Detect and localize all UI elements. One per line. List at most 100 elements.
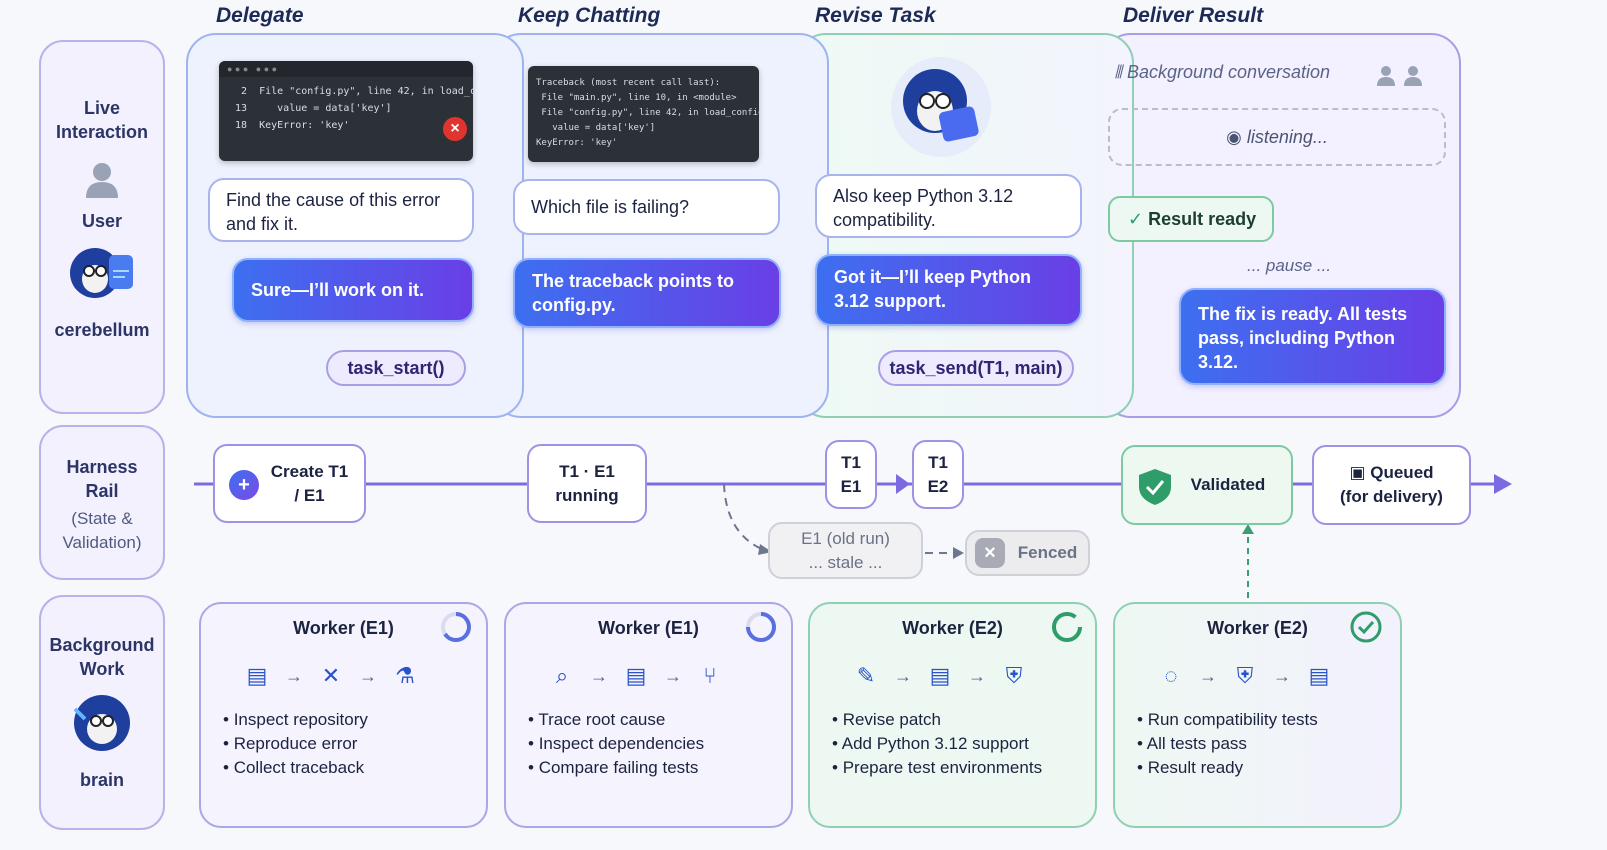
rail-node-stale: E1 (old run) ... stale ... xyxy=(768,522,923,579)
task-start-call: task_start() xyxy=(326,350,466,386)
traceback-code: Traceback (most recent call last): File … xyxy=(536,78,759,148)
background-conversation-text: Background conversation xyxy=(1126,62,1331,82)
arrow-icon: → xyxy=(285,665,303,686)
arrow-icon: → xyxy=(590,665,608,686)
worker-title: Worker (E1) xyxy=(293,618,394,638)
worker-card-1: Worker (E1) ▤→ ✕→ ⚗ Inspect repository R… xyxy=(199,602,488,828)
loading-icon: ◌ xyxy=(1164,663,1178,688)
tools-icon: ✕ xyxy=(321,663,341,688)
worker-steps: ⌕ → ▤ → ⑂ xyxy=(542,654,730,698)
phase-title-delegate: Delegate xyxy=(216,4,304,27)
phase-title-keep-chatting: Keep Chatting xyxy=(518,4,661,27)
progress-ring-icon xyxy=(441,612,471,642)
pencil-icon: ✎ xyxy=(856,663,876,688)
list-item: Prepare test environments xyxy=(832,756,1042,780)
window-dots-icon: ● ● ● ● ● ● xyxy=(219,61,473,77)
arrow-icon: → xyxy=(664,665,682,686)
pause-label: ... pause ... xyxy=(1247,256,1332,275)
list-item: All tests pass xyxy=(1137,732,1318,756)
worker-steps-list: Revise patch Add Python 3.12 support Pre… xyxy=(832,708,1042,780)
phase-title-revise-task: Revise Task xyxy=(815,4,936,27)
document-check-icon: ▤ xyxy=(625,663,647,688)
document-check-icon: ▤ xyxy=(1308,663,1330,688)
rail-node-t1-e1: T1 E1 xyxy=(825,440,877,509)
rail-node-validated: Validated xyxy=(1121,445,1293,525)
list-item: Inspect repository xyxy=(223,708,368,732)
fenced-text: Fenced xyxy=(1017,543,1078,562)
worker-steps-list: Inspect repository Reproduce error Colle… xyxy=(223,708,368,780)
check-icon: ✓ xyxy=(1128,209,1144,229)
background-conversation-label: ⦀ Background conversation xyxy=(1114,62,1330,83)
lane-live-interaction: Live Interaction User cerebellum xyxy=(39,40,165,414)
worker-card-2: Worker (E1) ⌕ → ▤ → ⑂ Trace root cause Ins… xyxy=(504,602,793,828)
lane-background-work: Background Work brain xyxy=(39,595,165,830)
lane-subtitle-line1: (State & xyxy=(71,509,133,528)
list-item: Revise patch xyxy=(832,708,1042,732)
shield-icon: ⛨ xyxy=(1005,663,1023,688)
progress-ring-icon xyxy=(746,612,776,642)
lane-title-line1: Live xyxy=(83,98,121,118)
result-ready-badge: ✓ Result ready xyxy=(1108,196,1274,242)
check-circle-icon xyxy=(1350,611,1382,643)
listening-icon: ◉ xyxy=(1226,127,1242,147)
lane-title-line1: Harness xyxy=(66,457,138,477)
create-text: Create T1 / E1 xyxy=(270,461,349,505)
error-code: 2 File "config.py", line 42, in load_con… xyxy=(235,86,473,131)
worker-card-3: Worker (E2) ✎ → ▤ → ⛨ Revise patch Add Pyt… xyxy=(808,602,1097,828)
task-send-call: task_send(T1, main) xyxy=(878,350,1074,386)
progress-ring-icon xyxy=(1052,612,1082,642)
arrow-icon: → xyxy=(894,665,912,686)
list-item: Compare failing tests xyxy=(528,756,704,780)
agent-message: The traceback points to config.py. xyxy=(513,258,781,328)
list-item: Reproduce error xyxy=(223,732,368,756)
agent-message: Got it—I’ll keep Python 3.12 support. xyxy=(815,254,1082,326)
rail-node-create: + Create T1 / E1 xyxy=(213,444,366,523)
lane-subtitle-line2: Validation) xyxy=(62,533,142,552)
worker-title: Worker (E2) xyxy=(902,618,1003,638)
user-icon xyxy=(86,163,118,198)
lane-title-line2: Interaction xyxy=(55,122,148,142)
participants-icon xyxy=(1377,66,1422,86)
user-message: Also keep Python 3.12 compatibility. xyxy=(815,174,1082,238)
agent-message: Sure—I’ll work on it. xyxy=(232,258,474,322)
rail-node-t1-e2: T1 E2 xyxy=(912,440,964,509)
error-x-icon: × xyxy=(443,117,467,141)
worker-steps-list: Trace root cause Inspect dependencies Co… xyxy=(528,708,704,780)
worker-steps-list: Run compatibility tests All tests pass R… xyxy=(1137,708,1318,780)
worker-steps: ✎ → ▤ → ⛨ xyxy=(846,654,1034,698)
document-audio-icon: ▤ xyxy=(246,663,268,688)
agent-message: The fix is ready. All tests pass, includ… xyxy=(1179,288,1446,385)
cerebellum-avatar xyxy=(70,248,133,298)
worker-title: Worker (E2) xyxy=(1207,618,1308,638)
validated-text: Validated xyxy=(1190,475,1266,494)
lane-harness-rail: Harness Rail (State & Validation) xyxy=(39,425,165,580)
queue-icon: ▣ xyxy=(1349,463,1366,482)
user-label: User xyxy=(81,211,123,231)
user-message: Find the cause of this error and fix it. xyxy=(208,178,474,242)
rail-node-queued: ▣ Queued (for delivery) xyxy=(1312,445,1471,525)
plus-icon: + xyxy=(229,470,259,500)
worker-card-4: Worker (E2) ◌→ ⛨→ ▤ Run compatibility te… xyxy=(1113,602,1402,828)
traceback-screenshot: Traceback (most recent call last): File … xyxy=(528,66,759,162)
cerebellum-label: cerebellum xyxy=(54,320,150,340)
search-icon: ⌕ xyxy=(555,663,569,688)
document-check-icon: ▤ xyxy=(929,663,951,688)
list-item: Trace root cause xyxy=(528,708,704,732)
queued-label: Queued (for delivery) xyxy=(1340,463,1443,506)
arrow-icon: → xyxy=(1273,665,1291,686)
arrow-icon: → xyxy=(359,665,377,686)
rail-node-running: T1 · E1 running xyxy=(527,444,647,523)
list-item: Add Python 3.12 support xyxy=(832,732,1042,756)
shield-check-icon xyxy=(1139,469,1171,505)
list-item: Run compatibility tests xyxy=(1137,708,1318,732)
rail-node-fenced: × Fenced xyxy=(965,530,1090,576)
list-item: Inspect dependencies xyxy=(528,732,704,756)
brain-avatar xyxy=(73,695,130,751)
branch-icon: ⑂ xyxy=(703,663,717,688)
arrow-icon: → xyxy=(968,665,986,686)
worker-title: Worker (E1) xyxy=(598,618,699,638)
listening-indicator: ◉ listening... xyxy=(1108,108,1446,166)
error-screenshot: ● ● ● ● ● ● 2 File "config.py", line 42,… xyxy=(219,61,473,161)
listening-text: listening... xyxy=(1246,127,1328,147)
brain-label: brain xyxy=(79,770,124,790)
